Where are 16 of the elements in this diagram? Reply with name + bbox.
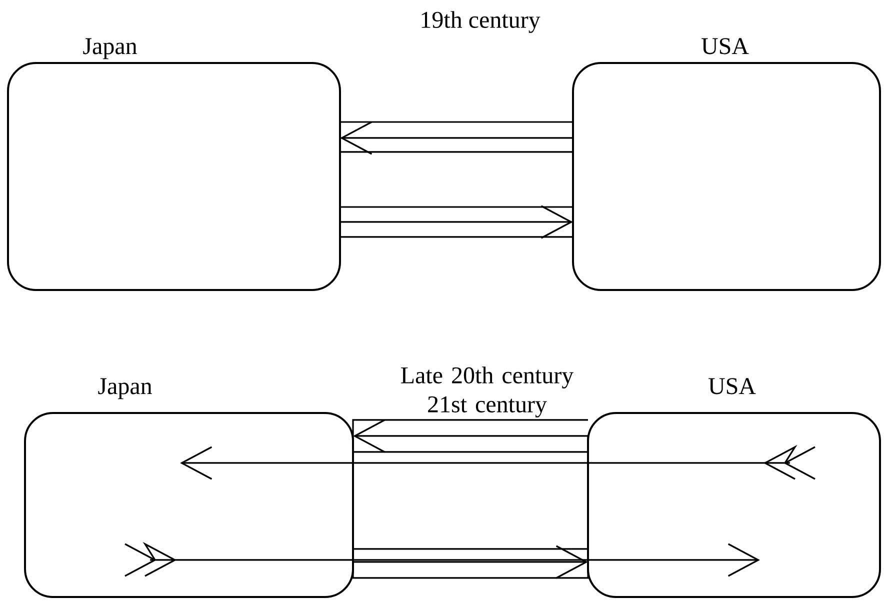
arrow: [352, 545, 589, 579]
arrow: [339, 121, 574, 155]
period-label: Late 20th century 21st century: [401, 366, 574, 418]
node-label: Japan: [83, 38, 137, 60]
country-box: Japan: [7, 38, 341, 291]
arrow: [124, 542, 760, 577]
arrow: [352, 419, 589, 453]
country-box: USA: [587, 378, 881, 598]
country-box: Japan: [24, 378, 354, 598]
period-label: 19th century: [422, 11, 540, 33]
arrow: [180, 444, 816, 480]
node-label: Japan: [98, 378, 152, 400]
country-box: USA: [572, 38, 881, 291]
node-label: USA: [702, 38, 749, 54]
arrow: [339, 205, 574, 239]
node-label: USA: [708, 378, 756, 394]
